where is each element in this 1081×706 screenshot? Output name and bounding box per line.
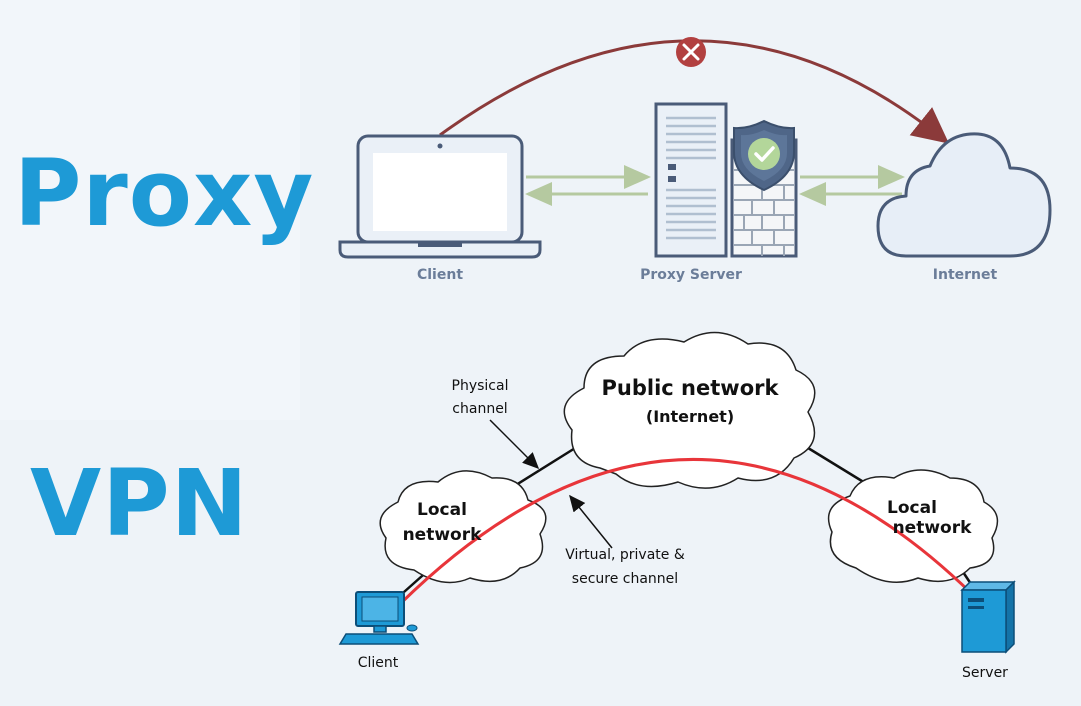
proxy-title: Proxy (14, 140, 315, 247)
public-network-label: Public network (602, 376, 780, 400)
local-network-cloud-right (827, 469, 999, 583)
background-panel (0, 0, 300, 420)
public-network-cloud (563, 331, 816, 489)
local-network-right-line1: Local (887, 498, 937, 518)
virtual-channel-pointer (569, 494, 613, 549)
local-network-left-line2: network (403, 525, 483, 545)
physical-channel-pointer (489, 419, 540, 470)
vpn-client-label: Client (358, 655, 399, 671)
local-network-cloud-left (379, 470, 547, 584)
vpn-server-label: Server (962, 665, 1008, 681)
blocked-x-icon (676, 37, 706, 67)
local-network-right-line2: network (893, 518, 973, 538)
physical-channel-label-line2: channel (452, 401, 507, 417)
server-tower-icon (960, 580, 1016, 654)
local-network-left-line1: Local (417, 500, 467, 520)
server-rack-icon (654, 102, 728, 258)
virtual-channel-label-line2: secure channel (572, 571, 678, 587)
shield-check-icon (733, 119, 795, 192)
desktop-computer-icon (338, 591, 420, 645)
internet-label: Internet (933, 267, 998, 283)
cloud-icon (876, 132, 1052, 258)
vpn-title: VPN (30, 450, 249, 557)
physical-channel-label-line1: Physical (452, 378, 509, 394)
virtual-channel-label-line1: Virtual, private & (565, 547, 685, 563)
proxy-client-label: Client (417, 267, 463, 283)
laptop-icon (338, 134, 542, 259)
proxy-server-label: Proxy Server (640, 267, 742, 283)
public-network-sublabel: (Internet) (646, 407, 734, 426)
vpn-tunnel-line (398, 458, 974, 606)
